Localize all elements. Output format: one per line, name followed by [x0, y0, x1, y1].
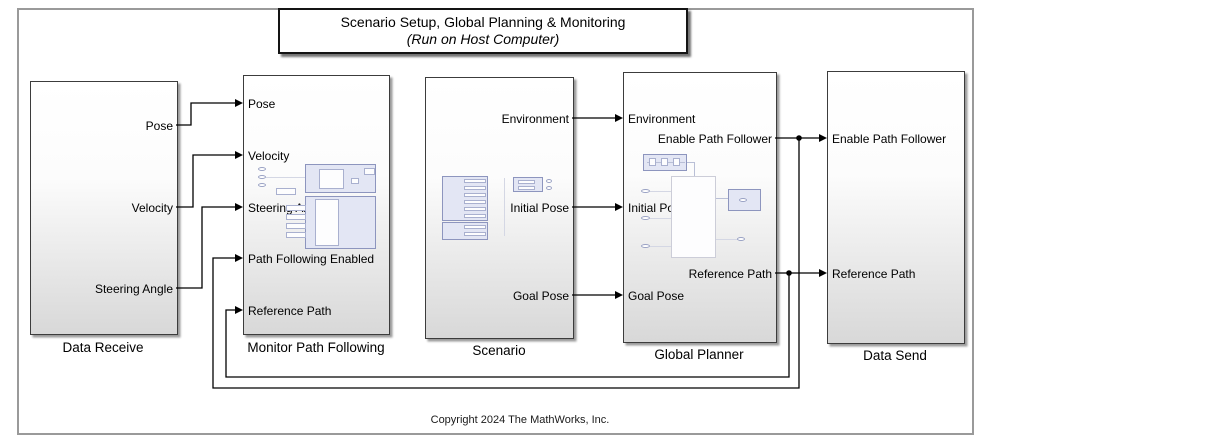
preview-shape: [716, 239, 738, 240]
wire-velocity[interactable]: [176, 154, 235, 208]
arrowhead-velocity: [235, 151, 243, 159]
preview-shape: [286, 205, 306, 211]
port-label-enable-path-follower-in: Enable Path Follower: [832, 132, 947, 146]
arrowhead-reference-path-send: [819, 269, 827, 277]
preview-shape: [716, 198, 728, 199]
preview-planner-core: [671, 176, 716, 258]
preview-shape: [364, 168, 375, 175]
preview-shape: [546, 186, 552, 190]
preview-shape: [737, 237, 745, 241]
port-label-reference-path-in: Reference Path: [832, 267, 916, 281]
preview-shape: [258, 175, 266, 179]
preview-shape: [464, 232, 486, 236]
port-label-enable-path-follower-out: Enable Path Follower: [657, 132, 772, 146]
preview-shape: [286, 223, 306, 229]
preview-shape: [641, 189, 650, 193]
port-label-pose-out: Pose: [145, 119, 173, 133]
subsystem-scenario[interactable]: Environment Initial Pose Goal Pose: [425, 77, 574, 339]
junction-dot-enable-path-follower: [796, 135, 802, 141]
port-label-environment-in: Environment: [628, 112, 696, 126]
block-label-monitor-path-following: Monitor Path Following: [247, 340, 385, 355]
preview-shape: [504, 178, 505, 236]
arrowhead-goal-pose: [615, 291, 623, 299]
block-label-data-receive: Data Receive: [62, 340, 144, 355]
arrowhead-initial-pose: [615, 203, 623, 211]
preview-shape: [694, 162, 695, 176]
port-label-environment-out: Environment: [501, 112, 569, 126]
port-label-pose-in: Pose: [248, 97, 276, 111]
preview-shape: [258, 183, 266, 187]
preview-shape: [258, 167, 266, 171]
preview-shape: [649, 158, 656, 166]
preview-shape: [315, 199, 339, 246]
preview-shape: [286, 232, 306, 238]
port-label-path-following-enabled-in: Path Following Enabled: [248, 252, 375, 266]
preview-shape: [650, 246, 671, 247]
wire-steering-angle[interactable]: [176, 206, 235, 289]
title-annotation[interactable]: Scenario Setup, Global Planning & Monito…: [278, 8, 688, 54]
port-label-goal-pose-out: Goal Pose: [512, 289, 569, 303]
wire-pose[interactable]: [176, 102, 235, 126]
arrowhead-path-following-enabled: [235, 254, 243, 262]
preview-shape: [286, 214, 306, 220]
port-label-velocity-out: Velocity: [131, 201, 173, 215]
port-label-velocity-in: Velocity: [248, 149, 290, 163]
preview-subsystem-upper: [442, 176, 488, 221]
preview-shape: [673, 158, 680, 166]
preview-shape: [464, 225, 486, 229]
preview-shape: [266, 177, 305, 178]
preview-shape: [464, 200, 486, 204]
block-label-data-send: Data Send: [863, 348, 927, 363]
preview-shape: [464, 186, 486, 190]
preview-shape: [464, 207, 486, 211]
preview-shape: [518, 180, 535, 184]
preview-shape: [546, 179, 552, 183]
block-label-scenario: Scenario: [472, 343, 526, 358]
preview-shape: [641, 244, 650, 248]
arrowhead-pose: [235, 99, 243, 107]
title-line1: Scenario Setup, Global Planning & Monito…: [340, 14, 626, 30]
preview-shape: [687, 162, 695, 163]
preview-shape: [276, 188, 296, 195]
junction-dot-reference-path: [786, 270, 792, 276]
preview-shape: [319, 169, 344, 189]
preview-shape: [650, 218, 671, 219]
preview-shape: [464, 193, 486, 197]
wire-enable-path-follower-branch[interactable]: [212, 138, 800, 389]
port-label-reference-path-out: Reference Path: [688, 267, 772, 281]
copyright-text: Copyright 2024 The MathWorks, Inc.: [430, 414, 610, 426]
preview-shape: [464, 179, 486, 183]
preview-shape: [464, 214, 486, 218]
subsystem-data-receive[interactable]: Pose Velocity Steering Angle: [30, 81, 178, 335]
port-label-steering-angle-out: Steering Angle: [94, 282, 173, 296]
arrowhead-reference-path-monitor: [235, 306, 243, 314]
preview-shape: [661, 158, 668, 166]
subsystem-monitor-path-following[interactable]: Pose Velocity Steering Angle Path Follow…: [243, 75, 390, 335]
preview-shape: [739, 198, 747, 202]
block-label-global-planner: Global Planner: [654, 347, 744, 362]
title-line2: (Run on Host Computer): [406, 31, 560, 47]
preview-shape: [518, 186, 535, 190]
subsystem-data-send[interactable]: Enable Path Follower Reference Path: [827, 71, 965, 344]
arrowhead-enable-path-follower: [819, 134, 827, 142]
arrowhead-environment: [615, 114, 623, 122]
preview-shape: [641, 216, 650, 220]
preview-shape: [650, 191, 671, 192]
port-label-goal-pose-in: Goal Pose: [628, 289, 685, 303]
preview-shape: [351, 178, 359, 184]
arrowhead-steering-angle: [235, 203, 243, 211]
wire-reference-path-branch[interactable]: [225, 273, 790, 378]
port-label-initial-pose-out: Initial Pose: [510, 201, 569, 215]
port-label-reference-path-in: Reference Path: [248, 304, 332, 318]
subsystem-global-planner[interactable]: Environment Initial Pose Goal Pose Enabl…: [623, 72, 777, 343]
